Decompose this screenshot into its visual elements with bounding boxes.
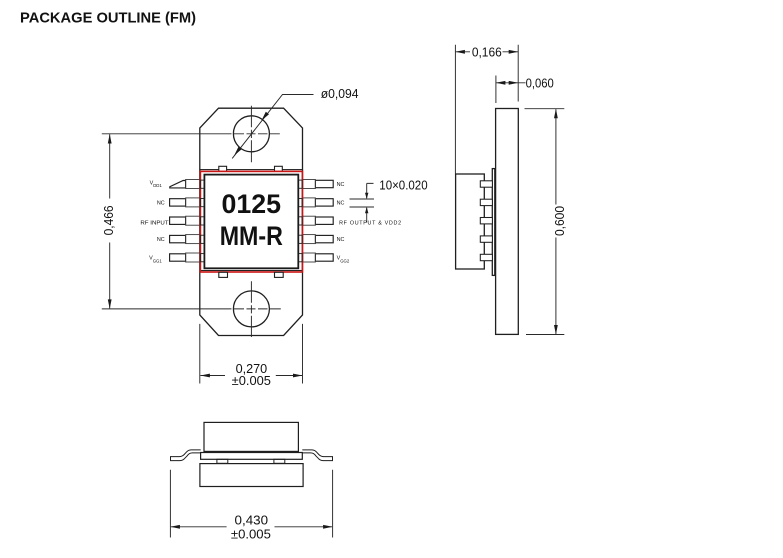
svg-text:NC: NC — [157, 201, 165, 207]
svg-text:±0.005: ±0.005 — [232, 374, 271, 388]
svg-text:RF OUTPUT & VDD2: RF OUTPUT & VDD2 — [339, 221, 401, 227]
svg-text:NC: NC — [157, 237, 165, 243]
svg-text:0,600: 0,600 — [553, 206, 567, 236]
svg-text:0,466: 0,466 — [102, 205, 116, 235]
svg-text:NC: NC — [337, 237, 345, 243]
svg-text:VDD1: VDD1 — [150, 181, 163, 189]
svg-text:ø0,094: ø0,094 — [321, 87, 359, 101]
svg-text:0125: 0125 — [222, 189, 282, 219]
svg-text:VGG2: VGG2 — [337, 256, 350, 264]
svg-text:NC: NC — [337, 182, 345, 188]
svg-text:0,270: 0,270 — [236, 362, 268, 376]
svg-text:PACKAGE OUTLINE (FM): PACKAGE OUTLINE (FM) — [20, 11, 196, 27]
svg-text:VGG1: VGG1 — [149, 256, 162, 264]
svg-text:10×0.020: 10×0.020 — [379, 178, 427, 192]
svg-text:MM-R: MM-R — [220, 221, 283, 251]
svg-text:±0.005: ±0.005 — [231, 528, 271, 542]
svg-text:0,166: 0,166 — [472, 46, 502, 60]
svg-text:0,430: 0,430 — [235, 513, 269, 527]
svg-text:RF INPUT: RF INPUT — [140, 221, 169, 227]
svg-text:0,060: 0,060 — [526, 76, 554, 90]
svg-text:NC: NC — [337, 201, 345, 207]
